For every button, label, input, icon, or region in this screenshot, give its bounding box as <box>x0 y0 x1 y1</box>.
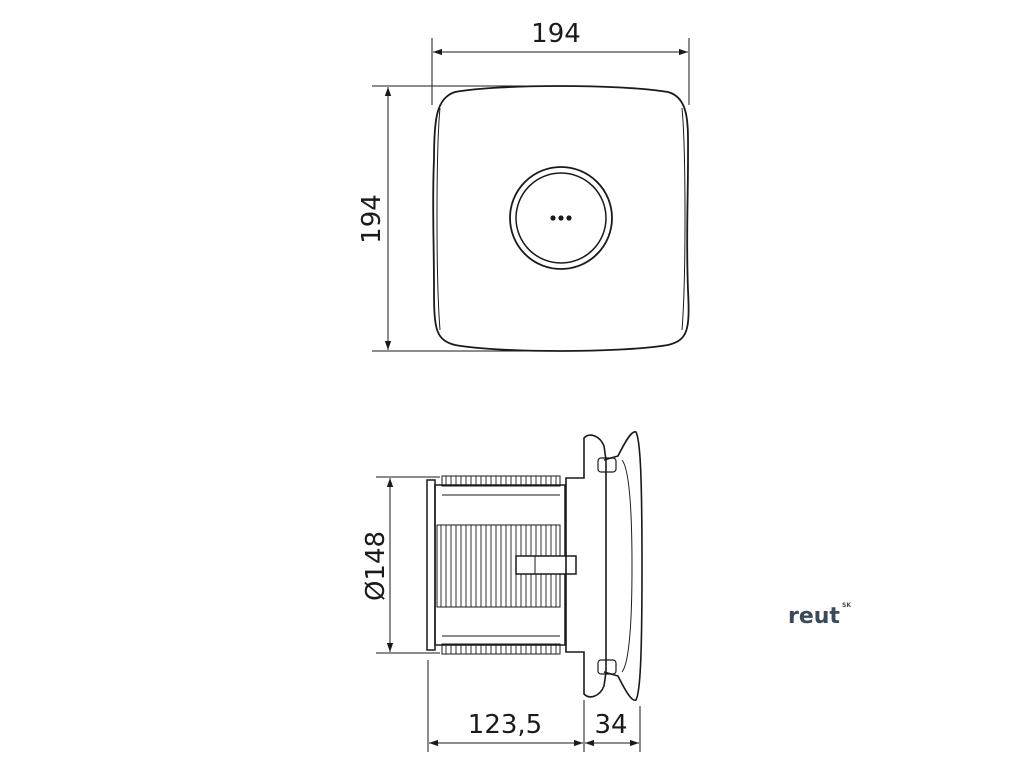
indicator-dots <box>550 215 572 221</box>
housing-flange <box>426 479 436 651</box>
lower-clip <box>597 659 617 675</box>
center-button-outer-ring <box>509 166 613 270</box>
front-view <box>372 38 690 352</box>
reut-logo: reut SK <box>788 602 851 629</box>
diameter-label: Ø148 <box>361 531 391 601</box>
logo-suffix-text: SK <box>842 602 851 609</box>
top-ribbed-band <box>441 475 561 487</box>
upper-clip <box>597 457 617 473</box>
front-panel-outline <box>432 85 690 352</box>
center-button-inner-ring <box>515 172 607 264</box>
front-height-label: 194 <box>357 194 387 244</box>
side-view <box>376 431 643 752</box>
depth-label: 123,5 <box>468 710 542 740</box>
front-width-label: 194 <box>531 19 581 49</box>
front-panel-inner-edge-left <box>436 107 441 331</box>
front-panel-inner-edge <box>681 107 686 331</box>
front-grille-profile <box>603 431 643 701</box>
logo-brand-text: reut <box>788 604 840 629</box>
grille-depth-label: 34 <box>594 710 627 740</box>
grille-inner-profile <box>621 459 633 673</box>
cable-clip <box>515 555 577 575</box>
bottom-ribbed-band <box>441 643 561 655</box>
